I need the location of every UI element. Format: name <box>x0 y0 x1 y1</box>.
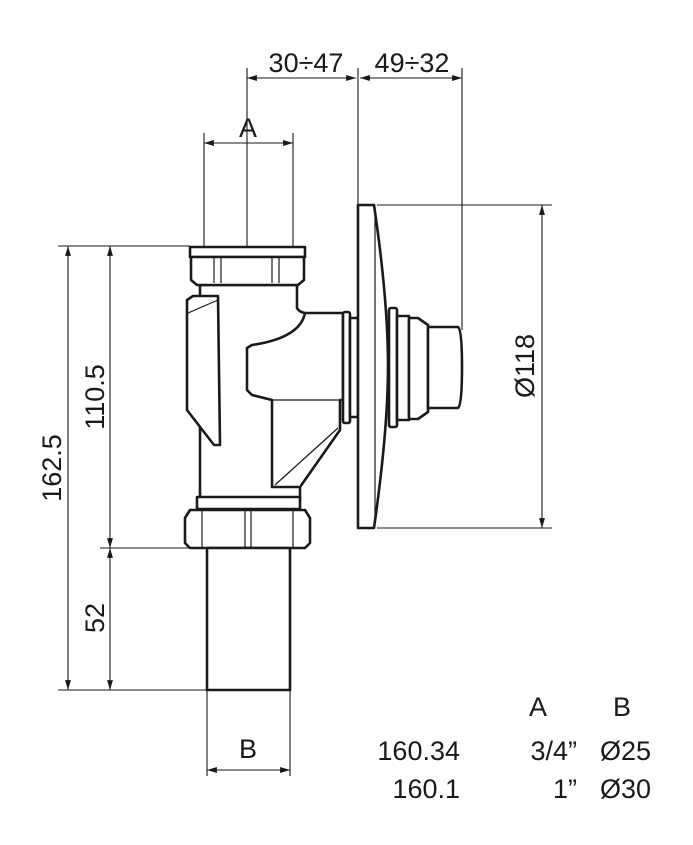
dimension-lines <box>65 75 545 773</box>
dim-diameter-118: Ø118 <box>510 334 540 398</box>
size-table: A B 160.34 3/4” Ø25 160.1 1” Ø30 <box>377 692 651 804</box>
table-row-a: 1” <box>553 774 577 804</box>
dim-a-label: A <box>239 113 257 143</box>
table-header-a: A <box>529 692 547 722</box>
dim-b-label: B <box>239 734 257 764</box>
table-row-b: Ø30 <box>600 774 651 804</box>
dim-30-47: 30÷47 <box>269 48 344 78</box>
dim-110-5: 110.5 <box>80 364 110 430</box>
table-row-code: 160.1 <box>392 774 460 804</box>
table-header-b: B <box>613 692 631 722</box>
table-row-code: 160.34 <box>377 736 460 766</box>
table-row-a: 3/4” <box>530 736 577 766</box>
table-row-b: Ø25 <box>600 736 651 766</box>
dim-162-5: 162.5 <box>37 434 67 502</box>
dim-49-32: 49÷32 <box>375 48 450 78</box>
dim-52: 52 <box>80 603 110 633</box>
valve-body <box>183 203 464 692</box>
extension-lines <box>58 68 552 776</box>
